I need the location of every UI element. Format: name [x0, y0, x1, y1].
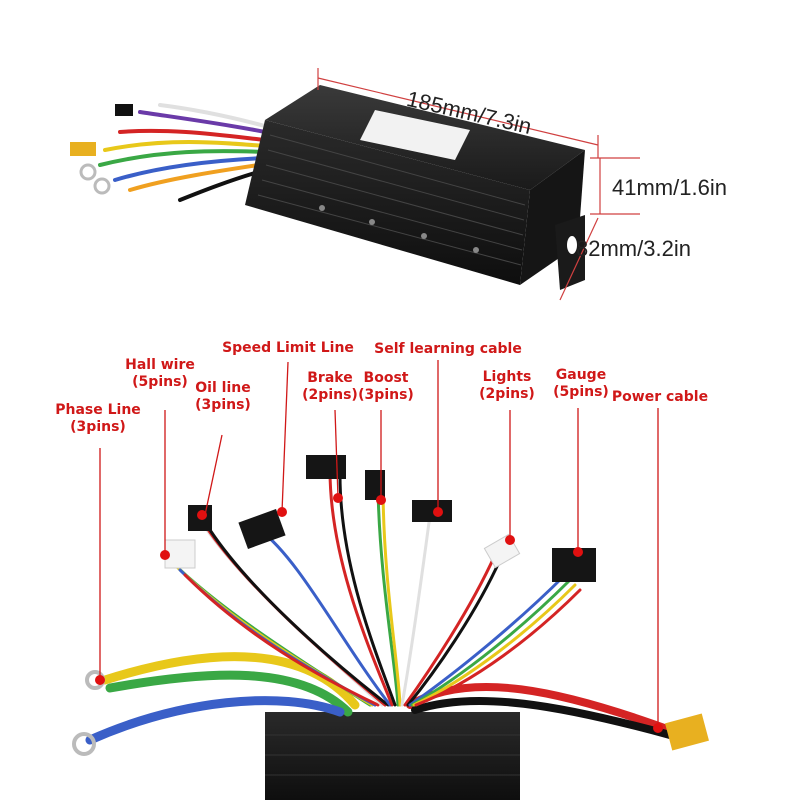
connector [115, 104, 133, 116]
label-gauge: Gauge(5pins) [553, 367, 609, 400]
controller-box-image [70, 85, 585, 290]
ring-terminal [72, 732, 96, 756]
label-power-cable: Power cable [611, 389, 709, 405]
label-phase-line: Phase Line(3pins) [55, 402, 141, 435]
label-hall-wire: Hall wire(5pins) [125, 357, 195, 390]
label-self-learning-cable: Self learning cable [374, 341, 522, 357]
xt60-power-connector [665, 713, 709, 751]
label-boost: Boost(3pins) [358, 370, 414, 403]
label-speed-limit-line: Speed Limit Line [222, 340, 354, 356]
label-brake: Brake(2pins) [302, 370, 358, 403]
label-oil-line: Oil line(3pins) [195, 380, 251, 413]
hall-connector [164, 539, 196, 569]
brake-connector [306, 455, 346, 479]
self-learning-connector [412, 500, 452, 522]
top-wire-bundle [98, 103, 267, 202]
callout-dots [95, 493, 663, 733]
dimension-width: 82mm/3.2in [576, 236, 691, 261]
wire-harness-image [72, 360, 709, 800]
xt60-power-connector [70, 142, 96, 156]
ring-terminal [79, 163, 97, 181]
dimension-height: 41mm/1.6in [612, 175, 727, 200]
label-lights: Lights(2pins) [479, 369, 535, 402]
boost-connector [365, 470, 385, 500]
callout-lines [99, 360, 659, 728]
dimension-lines [317, 68, 640, 301]
speed-limit-connector [238, 509, 286, 549]
ring-terminal [93, 177, 111, 195]
